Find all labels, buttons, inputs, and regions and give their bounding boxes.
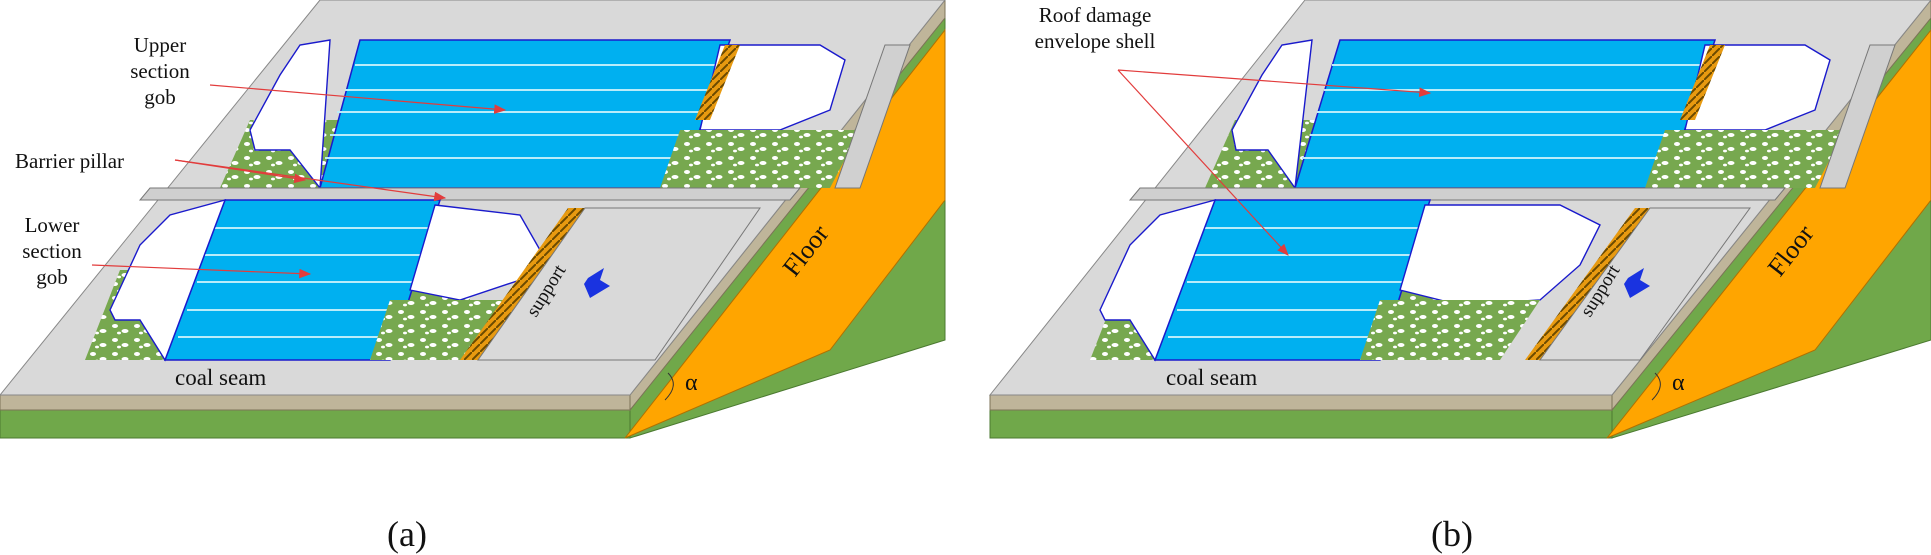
lower-roof-shell-right	[1399, 204, 1601, 306]
lower-gob-label-line-1: Lower	[25, 213, 80, 237]
upper-gob-stripes	[325, 64, 725, 159]
upper-gob-label-line-3: gob	[144, 85, 176, 109]
panel-a: Upper section gob Barrier pillar Lower s…	[0, 0, 946, 554]
support-strip	[460, 208, 585, 360]
barrier-pillar	[138, 187, 802, 201]
coal-seam-label: coal seam	[1166, 365, 1257, 390]
roof-damage-arrow-upper	[1117, 69, 1432, 97]
roof-damage-arrow-lower	[1117, 69, 1289, 256]
roof-damage-label-line-1: Roof damage	[1039, 3, 1152, 27]
lower-gob-stripes	[1168, 227, 1420, 338]
upper-roadway-right	[1819, 44, 1896, 189]
upper-roof-shell-left	[1231, 39, 1313, 190]
lower-roof-shell-left	[1099, 198, 1217, 362]
upper-roadway-right	[834, 44, 911, 189]
caption-a: (a)	[387, 514, 427, 554]
barrier-arrow-2	[174, 159, 447, 202]
coal-seam-strip	[989, 394, 1613, 411]
barrier-pillar	[1128, 187, 1787, 201]
coal-seam-label: coal seam	[175, 365, 266, 390]
support-strip	[1525, 208, 1650, 360]
working-area	[477, 207, 761, 361]
barrier-pillar-label: Barrier pillar	[15, 149, 124, 173]
upper-gob-label-line-1: Upper	[134, 33, 186, 57]
floor-strata-front	[989, 409, 1613, 439]
alpha-angle-arc	[664, 372, 674, 401]
upper-face-strip	[695, 45, 740, 120]
lower-gob-floor-right	[1360, 300, 1540, 360]
upper-gob-floor-right	[660, 130, 860, 188]
lower-gob-arrow	[91, 264, 312, 279]
lower-gob-label-line-2: section	[22, 239, 82, 263]
upper-gob	[1293, 39, 1717, 189]
lower-gob-stripes	[178, 227, 430, 338]
caption-b: (b)	[1431, 514, 1473, 554]
upper-gob-label-line-2: section	[130, 59, 190, 83]
upper-face-strip	[1680, 45, 1725, 120]
advance-direction-arrow	[1624, 268, 1650, 298]
lower-gob-label-line-3: gob	[36, 265, 68, 289]
panel-b: Roof damage envelope shell coal seam sup…	[988, 0, 1931, 554]
upper-roof-shell-left	[249, 39, 331, 190]
lower-roof-shell-left	[109, 198, 227, 362]
alpha-label: α	[1672, 370, 1685, 396]
upper-gob-floor-right	[1645, 130, 1845, 188]
coal-seam-strip	[0, 394, 631, 411]
alpha-label: α	[685, 370, 698, 396]
alpha-angle-arc	[1651, 372, 1661, 401]
roof-damage-label-line-2: envelope shell	[1035, 29, 1156, 53]
floor-strata-front	[0, 409, 631, 439]
upper-gob-arrow	[209, 84, 507, 114]
advance-direction-arrow	[584, 268, 610, 298]
